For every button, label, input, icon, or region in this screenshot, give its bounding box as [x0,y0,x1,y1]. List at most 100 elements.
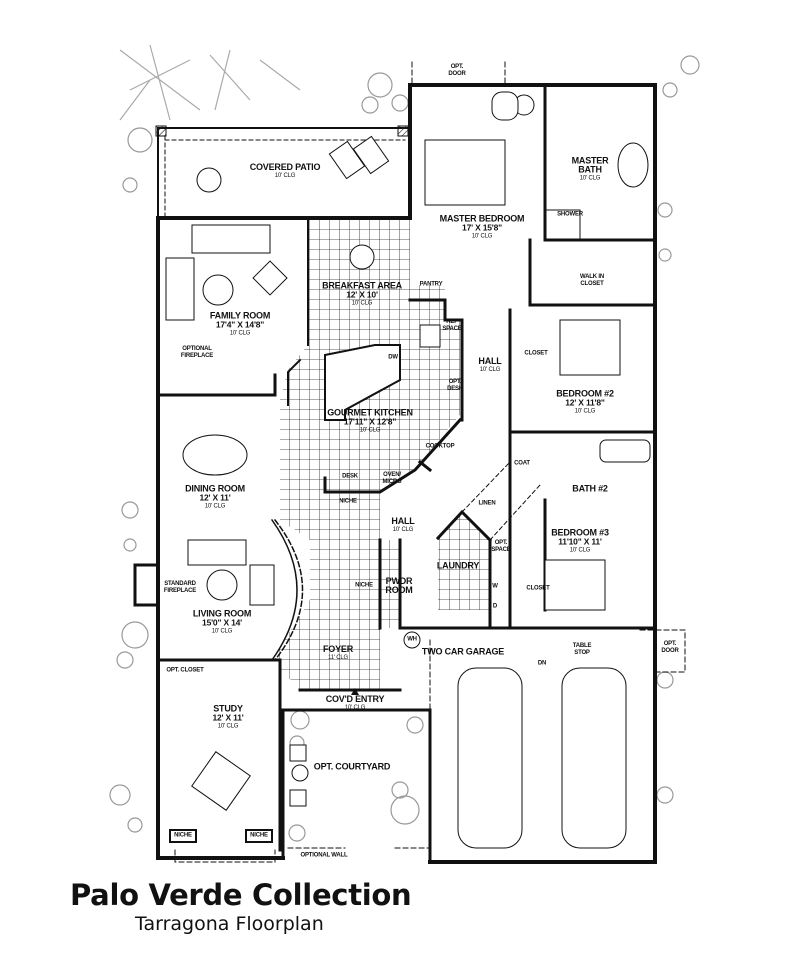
room-name: HALL [478,356,502,366]
note-optional-wall: OPTIONAL WALL [300,852,348,859]
note-opt-door-top: OPT. DOOR [448,64,466,77]
room-dimensions: 12' X 10' [346,289,378,300]
room-dimensions: 15'0" X 14' [202,617,242,628]
note-closet-bedroom-2: CLOSET [524,350,548,357]
note-oven-micro: OVEN/ MICRO [382,472,402,485]
ceiling-height: 10' CLG [579,175,601,182]
ceiling-height: 10' CLG [392,527,414,533]
room-dimensions: 12' X 11' [212,712,244,723]
floorplan-subtitle: Tarragona Floorplan [135,913,324,935]
note-coat: COAT [514,460,530,467]
ceiling-height: 10' CLG [359,427,381,434]
room-name: STUDY [213,703,243,714]
room-name: COVERED PATIO [249,162,321,172]
note-niche-study-right: NICHE [250,832,268,839]
room-name: LIVING ROOM [192,608,252,619]
room-name: FOYER [322,644,354,654]
room-dimensions: 17'4" X 14'8" [215,319,265,330]
tile-floor [272,218,490,690]
room-name: OPT. COURTYARD [313,761,391,772]
note-ref-space: REF SPACE [442,319,462,332]
note-niche-foyer: NICHE [355,582,373,589]
room-name: COV'D ENTRY [325,694,385,704]
room-name: PWDR ROOM [385,576,413,595]
entry-arrow [351,688,359,695]
room-dimensions: 12' X 11'8" [565,397,605,408]
note-niche-kitchen: NICHE [339,498,357,505]
note-optional-fireplace: OPTIONAL FIREPLACE [180,346,214,359]
ceiling-height: 10' CLG [574,408,596,415]
note-wh: WH [407,636,417,643]
room-opt-courtyard: OPT. COURTYARD [313,761,391,772]
ceiling-height: 10' CLG [569,547,591,554]
note-opt-desk: OPT. DESK [447,379,463,392]
note-opt-door-garage: OPT. DOOR [661,641,679,654]
room-name: DINING ROOM [185,483,245,494]
ceiling-height: 10' CLG [217,723,239,730]
note-dryer: D [492,603,498,610]
note-walk-in-closet: WALK IN CLOSET [580,274,604,287]
room-name: TWO CAR GARAGE [421,646,505,657]
room-name: LAUNDRY [436,560,480,571]
room-bath-2: BATH #2 [572,483,608,494]
room-dimensions: 11'10" X 11' [558,536,602,547]
room-dimensions: 17' X 15'8" [462,222,502,233]
room-name: BATH #2 [572,483,608,494]
ceiling-height: 10' CLG [344,705,366,711]
room-name: FAMILY ROOM [209,310,271,321]
note-pantry: PANTRY [419,281,443,288]
ceiling-height: 10' CLG [274,173,296,179]
note-linen: LINEN [478,500,496,507]
furniture [165,91,651,849]
ceiling-height: 10' CLG [211,628,233,635]
room-name: GOURMET KITCHEN [327,407,413,418]
room-name: MASTER BATH [571,155,609,175]
landscape-trees [109,44,700,842]
room-laundry: LAUNDRY [436,560,480,571]
room-dimensions: 17'11" X 12'8" [343,416,397,427]
ceiling-height: 10' CLG [229,330,251,337]
note-niche-study-left: NICHE [174,832,192,839]
note-dw: DW [388,354,398,361]
note-cooktop: COOKTOP [425,443,455,450]
note-opt-closet: OPT. CLOSET [166,667,204,674]
ceiling-height: 10' CLG [204,503,226,510]
room-name: BEDROOM #2 [556,388,614,399]
room-powder-room: PWDR ROOM [384,577,414,595]
ceiling-height: 10' CLG [479,367,501,373]
room-name: MASTER BEDROOM [439,213,525,224]
room-dimensions: 12' X 11' [199,492,231,503]
note-opt-space: OPT. SPACE [491,540,511,553]
note-standard-fireplace: STANDARD FIREPLACE [163,581,197,594]
note-closet-bedroom-3: CLOSET [526,585,550,592]
ceiling-height: 10' CLG [351,300,373,307]
room-name: BREAKFAST AREA [322,280,402,291]
collection-title: Palo Verde Collection [70,878,412,912]
note-shower: SHOWER [557,211,583,218]
room-name: HALL [391,516,415,526]
note-washer: W [492,583,498,590]
note-dn: DN [537,660,547,667]
room-two-car-garage: TWO CAR GARAGE [421,646,505,657]
walls [133,61,686,864]
room-name: BEDROOM #3 [551,527,609,538]
ceiling-height: 10' CLG [471,233,493,240]
note-desk: DESK [342,473,358,480]
note-table-stop: TABLE STOP [572,643,592,656]
